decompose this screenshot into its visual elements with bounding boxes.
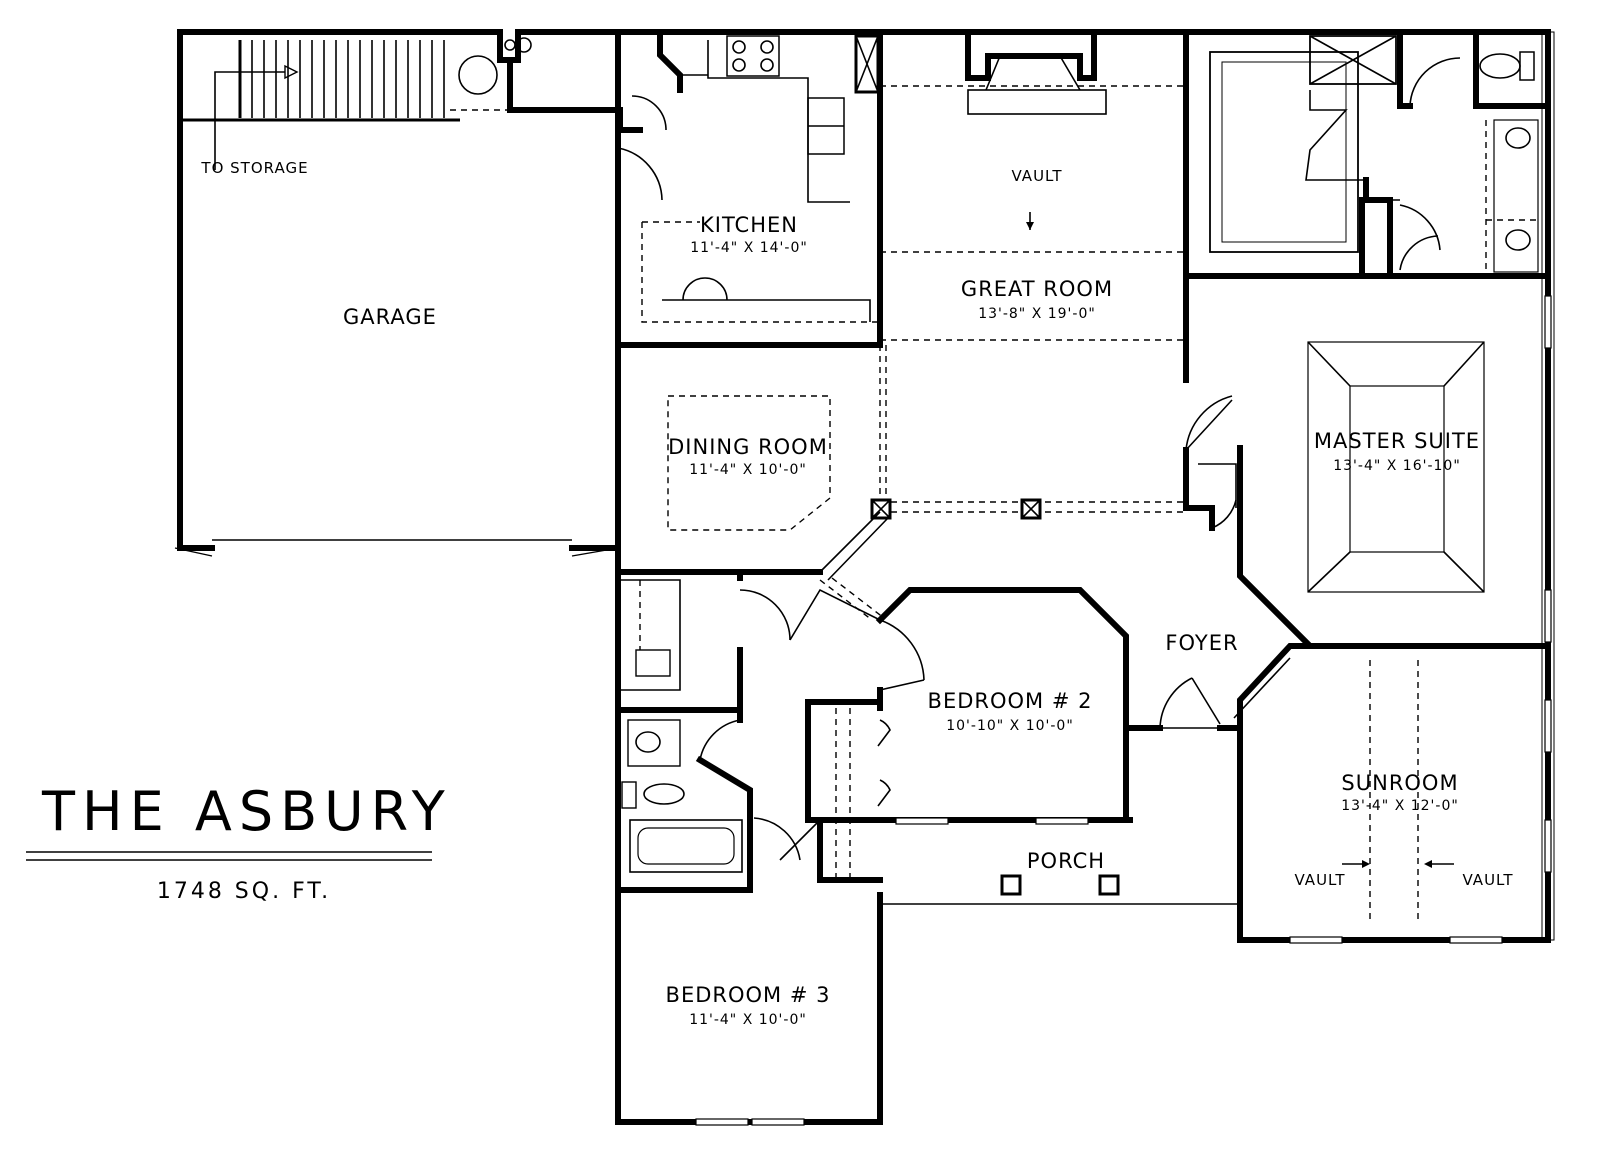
great-room-label: GREAT ROOM <box>961 277 1113 301</box>
dining-room-size: 11'-4" X 10'-0" <box>689 462 807 478</box>
kitchen-size: 11'-4" X 14'-0" <box>690 240 808 256</box>
bedroom3-size: 11'-4" X 10'-0" <box>689 1012 807 1028</box>
porch-label: PORCH <box>1027 849 1105 873</box>
exterior-walls <box>177 29 1551 1125</box>
bedroom2-label: BEDROOM # 2 <box>928 689 1093 713</box>
storage-note: TO STORAGE <box>200 159 308 177</box>
garage-label: GARAGE <box>343 305 437 329</box>
plan-title: THE ASBURY <box>41 780 452 843</box>
bedroom3-label: BEDROOM # 3 <box>666 983 831 1007</box>
master-suite-size: 13'-4" X 16'-10" <box>1333 458 1461 474</box>
kitchen-label: KITCHEN <box>700 213 798 237</box>
great-room-size: 13'-8" X 19'-0" <box>978 306 1096 322</box>
great-room-vault: VAULT <box>1012 167 1063 185</box>
master-suite-label: MASTER SUITE <box>1314 429 1480 453</box>
sunroom-vault-left: VAULT <box>1295 871 1346 889</box>
windows <box>695 295 1552 1126</box>
plan-area: 1748 SQ. FT. <box>157 879 331 904</box>
wall-hatching <box>174 31 1555 941</box>
dining-room-label: DINING ROOM <box>668 435 828 459</box>
sunroom-vault-right: VAULT <box>1463 871 1514 889</box>
stair-treads <box>251 40 445 118</box>
sunroom-label: SUNROOM <box>1341 771 1458 795</box>
bedroom2-size: 10'-10" X 10'-0" <box>946 718 1074 734</box>
sunroom-size: 13'-4" X 12'-0" <box>1341 798 1459 814</box>
foyer-label: FOYER <box>1165 631 1238 655</box>
